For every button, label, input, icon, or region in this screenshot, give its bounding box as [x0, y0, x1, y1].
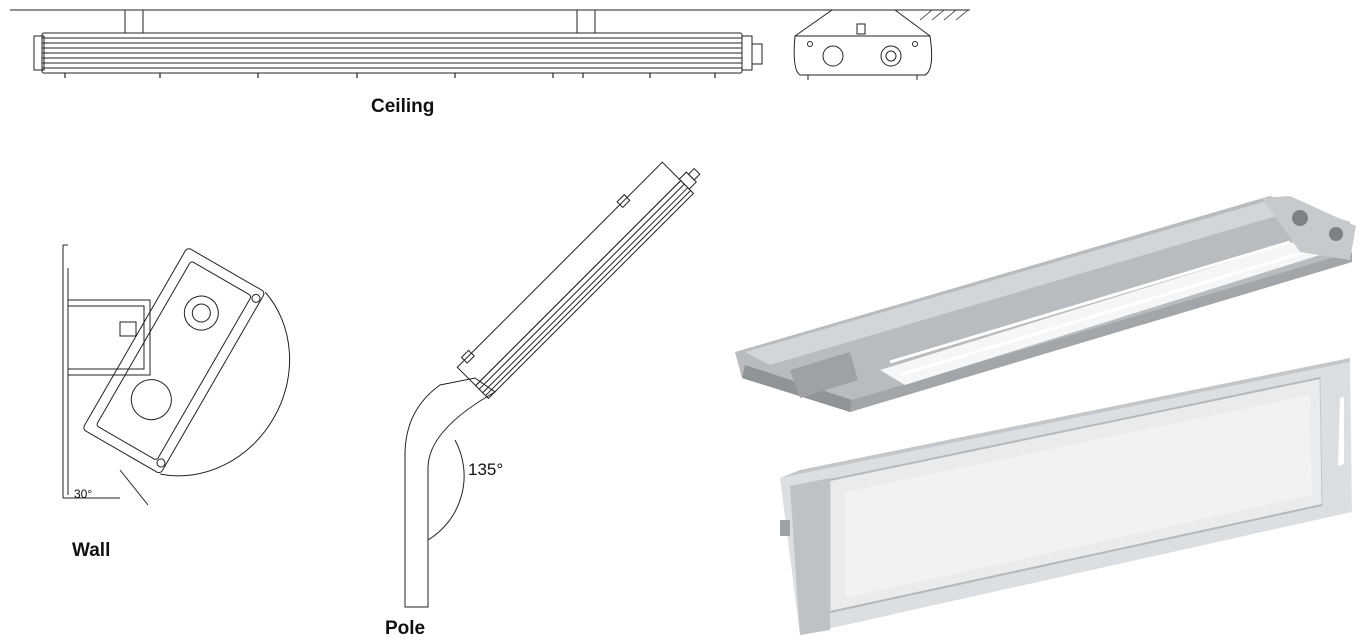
wall-angle-label: 30°: [74, 487, 93, 501]
pole-mount-drawing: [404, 161, 701, 608]
fixture-photo-bottom: [780, 358, 1352, 635]
fixture-photo-top: [735, 196, 1356, 412]
pole-caption: Pole: [385, 618, 426, 639]
ceiling-mount-drawing: [10, 9, 970, 80]
ceiling-hatch: [919, 9, 969, 21]
ceiling-caption: Ceiling: [371, 96, 435, 117]
wall-bracket: [68, 299, 151, 376]
ceiling-hanger-left: [124, 9, 144, 34]
ceiling-screws: [64, 73, 716, 78]
pole-fixture-body: [456, 161, 682, 387]
product-label: [1338, 397, 1344, 466]
pole-tube: [404, 377, 496, 608]
pole-angle-arc: [427, 439, 465, 541]
ceiling-end-view: [793, 9, 933, 80]
wall-caption: Wall: [72, 540, 111, 561]
wall-mount-drawing: [62, 244, 291, 506]
wall-fixture-body: [83, 248, 265, 474]
ceiling-hanger-right: [576, 9, 596, 34]
pole-angle-label: 135°: [468, 460, 504, 479]
